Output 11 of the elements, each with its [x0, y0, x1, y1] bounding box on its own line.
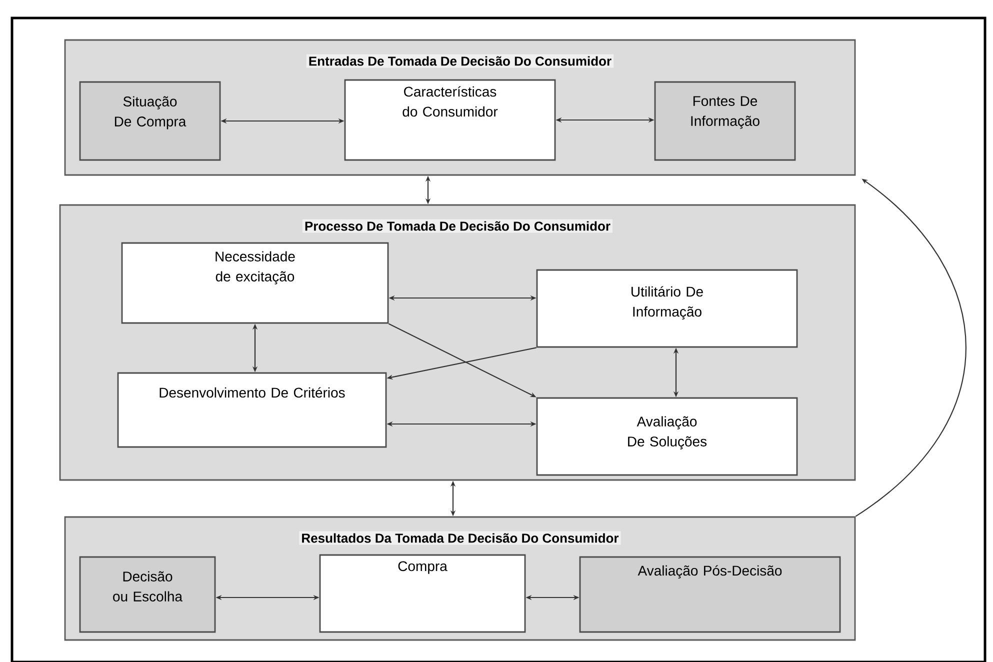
process-box: Desenvolvimento De Critérios	[117, 372, 387, 448]
process-box: Utilitário De Informação	[536, 269, 798, 348]
process-box: Fontes De Informação	[654, 81, 796, 161]
process-box: Decisão ou Escolha	[79, 556, 216, 633]
process-box: Necessidade de excitação	[121, 242, 389, 324]
process-box: Avaliação De Soluções	[536, 397, 798, 476]
process-box: Situação De Compra	[79, 81, 221, 161]
process-box: Avaliação Pós-Decisão	[579, 556, 841, 633]
arrow	[855, 178, 966, 517]
process-box: Características do Consumidor	[344, 79, 556, 161]
process-box: Compra	[319, 554, 526, 633]
